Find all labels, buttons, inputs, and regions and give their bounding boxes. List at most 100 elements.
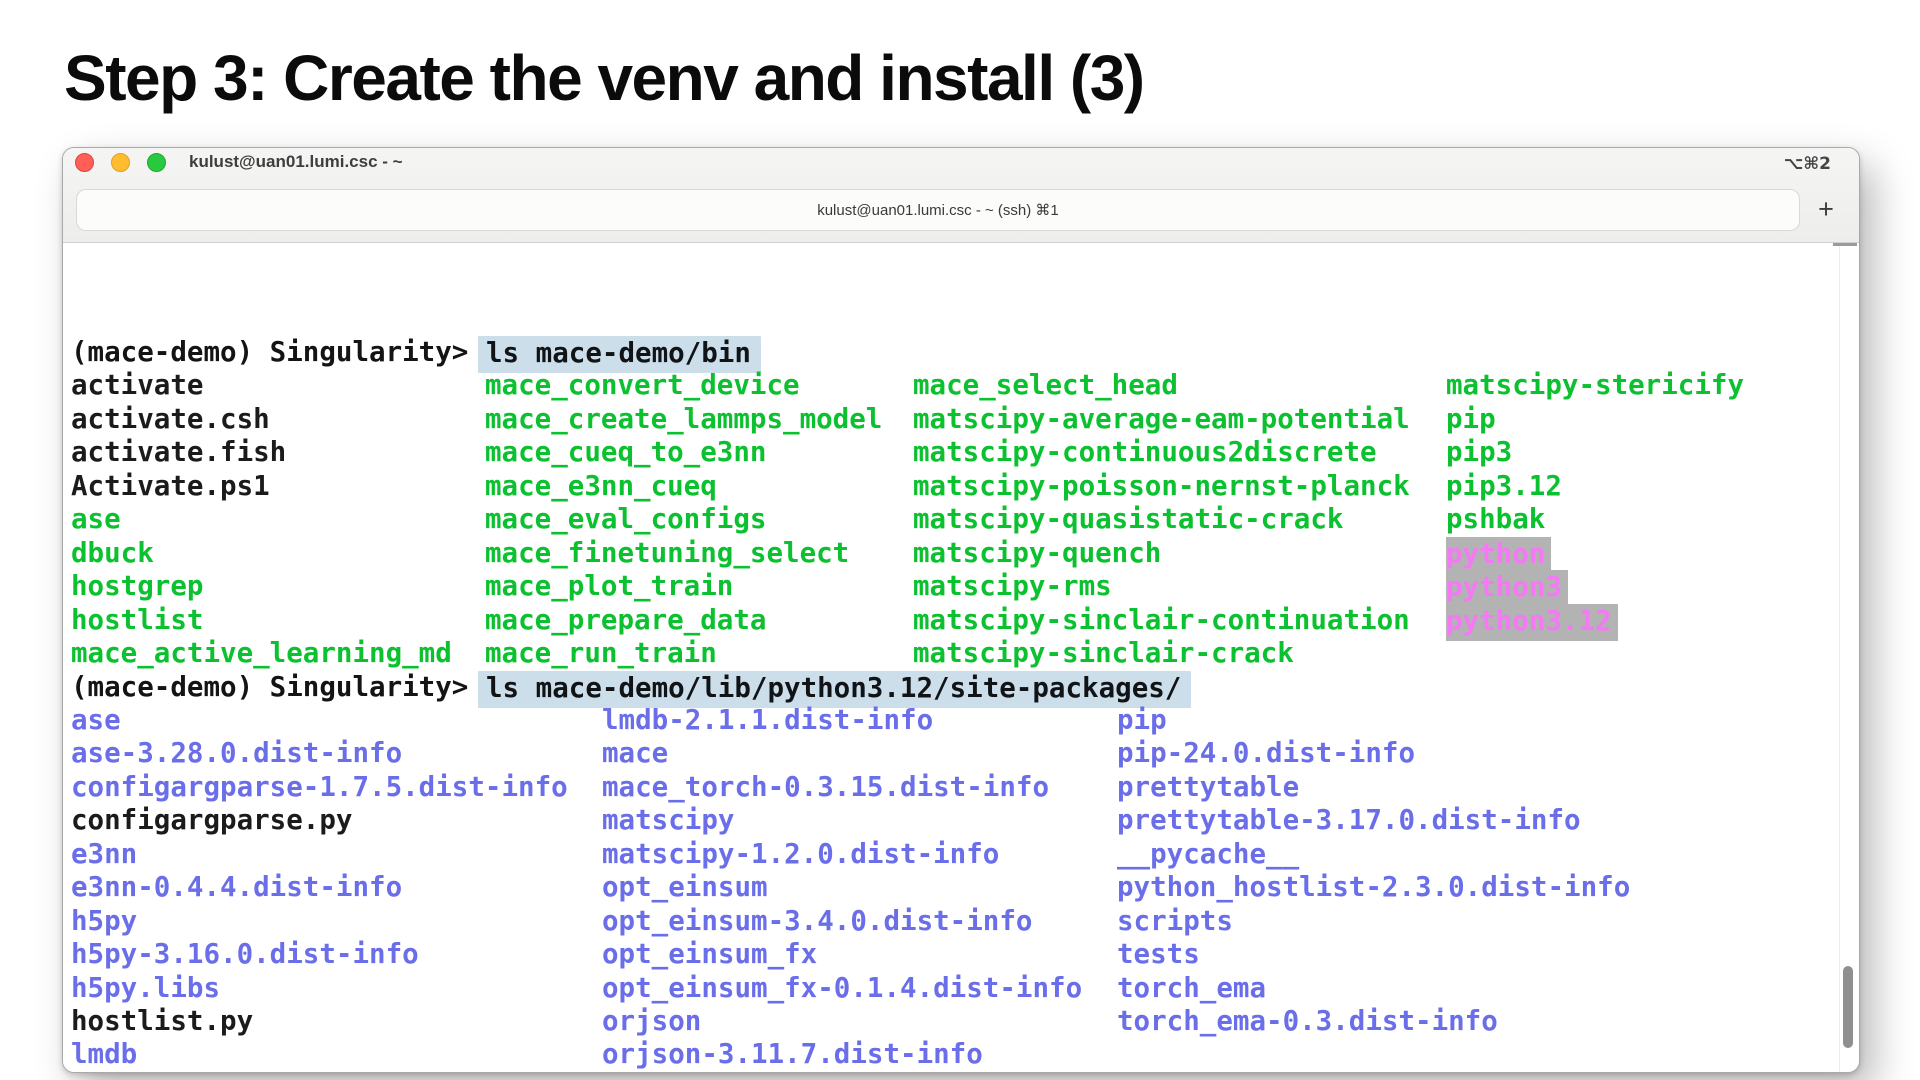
file-name: matscipy-stericify xyxy=(1446,369,1745,402)
terminal-line: activate.fish mace_cueq_to_e3nn matscipy-c… xyxy=(63,436,1859,470)
file-name: mace_torch-0.3.15.dist-info xyxy=(602,770,1050,803)
command-text: ls mace-demo/lib/python3.12/site-package… xyxy=(478,670,1192,708)
file-name: matscipy-average-eam-potential xyxy=(913,402,1410,435)
file-name: matscipy-sinclair-crack xyxy=(913,637,1294,670)
zoom-button[interactable] xyxy=(147,153,166,172)
file-name: torch_ema xyxy=(1117,971,1267,1004)
file-name: lmdb-2.1.1.dist-info xyxy=(602,703,934,736)
file-name: tests xyxy=(1117,938,1200,971)
file-name: matscipy-poisson-nernst-planck xyxy=(913,469,1410,502)
file-name: ase xyxy=(71,503,121,536)
file-name: mace_run_train xyxy=(485,637,717,670)
terminal-line: dbuck mace_finetuning_select matscipy-quen… xyxy=(63,536,1859,574)
file-name: Activate.ps1 xyxy=(71,469,270,502)
file-name: e3nn-0.4.4.dist-info xyxy=(71,871,403,904)
file-name: matscipy-1.2.0.dist-info xyxy=(602,837,1000,870)
terminal-line: (mace-demo) Singularity>find . | wc -l xyxy=(63,1071,1859,1073)
shell-prompt: (mace-demo) Singularity> xyxy=(71,670,469,703)
file-name: mace_finetuning_select xyxy=(485,536,850,569)
terminal-line: ase mace_eval_configs matscipy-quasistatic… xyxy=(63,503,1859,537)
file-name: mace_select_head xyxy=(913,369,1178,402)
file-name: prettytable-3.17.0.dist-info xyxy=(1117,804,1581,837)
terminal-line: Activate.ps1 mace_e3nn_cueq matscipy-poiss… xyxy=(63,470,1859,504)
terminal-line: h5py.libs opt_einsum_fx-0.1.4.dist-info to… xyxy=(63,972,1859,1006)
file-name: mace_plot_train xyxy=(485,570,734,603)
terminal-line: configargparse-1.7.5.dist-info mace_torch… xyxy=(63,771,1859,805)
shell-prompt: (mace-demo) Singularity> xyxy=(71,336,469,368)
file-name: torch_ema-0.3.dist-info xyxy=(1117,1005,1498,1037)
file-name: mace_e3nn_cueq xyxy=(485,469,717,502)
file-name: h5py xyxy=(71,904,138,937)
command-text: ls mace-demo/bin xyxy=(478,336,761,373)
file-name: python3.12 xyxy=(1446,603,1618,641)
window-shortcut-badge: ⌥⌘2 xyxy=(1783,154,1831,174)
terminal-line: hostlist mace_prepare_data matscipy-sincla… xyxy=(63,603,1859,641)
file-name: mace_create_lammps_model xyxy=(485,402,883,435)
file-name: matscipy xyxy=(602,804,735,837)
file-name: activate.fish xyxy=(71,436,287,469)
file-name: matscipy-continuous2discrete xyxy=(913,436,1377,469)
terminal-content[interactable]: (mace-demo) Singularity> ls mace-demo/bin… xyxy=(63,243,1859,1072)
file-name: activate.csh xyxy=(71,402,270,435)
file-name: orjson xyxy=(602,1005,702,1037)
terminal-line: (mace-demo) Singularity> ls mace-demo/bin xyxy=(63,336,1859,373)
scrollbar-thumb[interactable] xyxy=(1843,966,1853,1048)
terminal-line: configargparse.py matscipy prettytable-3.1… xyxy=(63,804,1859,838)
file-name: matscipy-quasistatic-crack xyxy=(913,503,1344,536)
file-name: orjson-3.11.7.dist-info xyxy=(602,1038,983,1071)
file-name: configargparse-1.7.5.dist-info xyxy=(71,770,568,803)
file-name: pshbak xyxy=(1446,503,1546,536)
file-name: dbuck xyxy=(71,536,154,569)
file-name: hostgrep xyxy=(71,570,204,603)
shell-prompt: (mace-demo) Singularity> xyxy=(71,1072,468,1073)
file-name: prettytable xyxy=(1117,770,1300,803)
close-button[interactable] xyxy=(75,153,94,172)
file-name: e3nn xyxy=(71,837,138,870)
file-name: ase-3.28.0.dist-info xyxy=(71,737,403,770)
file-name: configargparse.py xyxy=(71,804,353,837)
tab-label: kulust@uan01.lumi.csc - ~ (ssh) ⌘1 xyxy=(817,202,1059,219)
file-name: opt_einsum-3.4.0.dist-info xyxy=(602,904,1033,937)
minimize-button[interactable] xyxy=(111,153,130,172)
scrollbar-track xyxy=(1839,243,1840,1072)
window-title: kulust@uan01.lumi.csc - ~ xyxy=(189,152,403,171)
new-tab-button[interactable]: + xyxy=(1818,193,1834,224)
terminal-line: activate.csh mace_create_lammps_model mats… xyxy=(63,403,1859,437)
tab-ssh-session[interactable]: kulust@uan01.lumi.csc - ~ (ssh) ⌘1 xyxy=(76,189,1800,231)
file-name: mace_convert_device xyxy=(485,369,800,402)
file-name: opt_einsum xyxy=(602,871,768,904)
file-name: hostlist xyxy=(71,603,204,636)
file-name: matscipy-rms xyxy=(913,570,1112,603)
terminal-line: h5py opt_einsum-3.4.0.dist-info scripts xyxy=(63,905,1859,939)
file-name: h5py-3.16.0.dist-info xyxy=(71,938,419,971)
file-name: scripts xyxy=(1117,904,1233,937)
file-name: matscipy-sinclair-continuation xyxy=(913,603,1410,636)
file-name: python xyxy=(1446,536,1552,574)
file-name: pip3.12 xyxy=(1446,469,1562,502)
file-name: mace_prepare_data xyxy=(485,603,767,636)
file-name: hostlist.py xyxy=(71,1005,254,1037)
file-name: mace_eval_configs xyxy=(485,503,767,536)
terminal-line: e3nn matscipy-1.2.0.dist-info __pycache__ xyxy=(63,838,1859,872)
terminal-line: h5py-3.16.0.dist-info opt_einsum_fx tests xyxy=(63,938,1859,972)
terminal-line: ase-3.28.0.dist-info mace pip-24.0.dist-in… xyxy=(63,737,1859,771)
terminal-window: kulust@uan01.lumi.csc - ~ ⌥⌘2 kulust@uan… xyxy=(62,147,1860,1073)
window-chrome[interactable]: kulust@uan01.lumi.csc - ~ ⌥⌘2 kulust@uan… xyxy=(63,148,1859,243)
file-name: pip-24.0.dist-info xyxy=(1117,737,1416,770)
file-name: mace xyxy=(602,737,669,770)
file-name: pip3 xyxy=(1446,436,1513,469)
page-title: Step 3: Create the venv and install (3) xyxy=(64,42,1145,114)
file-name: __pycache__ xyxy=(1117,837,1300,870)
file-name: matscipy-quench xyxy=(913,536,1162,569)
file-name: pip xyxy=(1446,402,1496,435)
file-name: h5py.libs xyxy=(71,971,221,1004)
file-name: opt_einsum_fx xyxy=(602,938,818,971)
terminal-line: lmdb orjson-3.11.7.dist-info xyxy=(63,1038,1859,1072)
file-name: lmdb xyxy=(71,1038,138,1071)
file-name: opt_einsum_fx-0.1.4.dist-info xyxy=(602,971,1083,1004)
file-name: mace_cueq_to_e3nn xyxy=(485,436,767,469)
